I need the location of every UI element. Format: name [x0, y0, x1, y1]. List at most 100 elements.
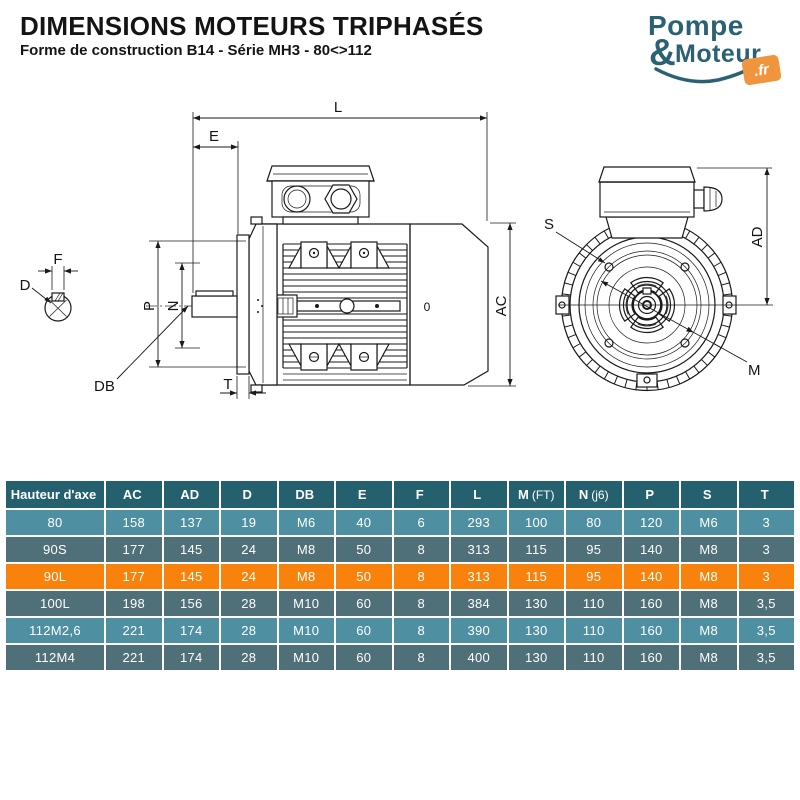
table-cell: M8 — [679, 535, 739, 564]
table-cell: M8 — [679, 616, 739, 645]
table-cell: 115 — [506, 535, 566, 564]
dimensions-table: Hauteur d'axe AC AD D DB E F L M(FT) N(j… — [4, 479, 796, 672]
table-cell: 313 — [449, 535, 509, 564]
table-cell: M8 — [679, 562, 739, 591]
table-cell: 28 — [219, 589, 279, 618]
motor-side-view: 0 L E — [94, 99, 516, 399]
column-header: D — [219, 479, 279, 510]
table-cell: 8 — [391, 589, 451, 618]
dim-label-D: D — [20, 277, 31, 294]
column-header: S — [679, 479, 739, 510]
table-cell: 120 — [621, 508, 681, 537]
table-cell: M6 — [679, 508, 739, 537]
table-cell: 115 — [506, 562, 566, 591]
column-header: E — [334, 479, 394, 510]
table-cell: 80 — [564, 508, 624, 537]
table-cell: M10 — [276, 616, 336, 645]
table-cell: 137 — [161, 508, 221, 537]
table-row: 100L 198 156 28 M10 60 8 384 130 110 160… — [4, 589, 796, 618]
table-cell: 177 — [104, 535, 164, 564]
column-header: AD — [161, 479, 221, 510]
table-cell: 145 — [161, 562, 221, 591]
dim-label-T: T — [223, 376, 232, 393]
dim-label-N: N — [165, 301, 182, 312]
shaft-cross-section: F D — [20, 251, 78, 322]
table-cell: 145 — [161, 535, 221, 564]
dim-label-E: E — [209, 128, 219, 145]
table-cell: 3 — [736, 562, 796, 591]
table-cell: 156 — [161, 589, 221, 618]
table-row: 112M4 221 174 28 M10 60 8 400 130 110 16… — [4, 643, 796, 672]
column-header: P — [621, 479, 681, 510]
table-cell: 3,5 — [736, 643, 796, 672]
technical-drawing: F D — [20, 99, 773, 399]
column-header: L — [449, 479, 509, 510]
table-cell: M8 — [679, 643, 739, 672]
table-cell: M10 — [276, 589, 336, 618]
table-cell: 6 — [391, 508, 451, 537]
brand-logo: Pompe & Moteur .fr — [638, 8, 798, 94]
table-cell: 8 — [391, 643, 451, 672]
drain-hole-label: 0 — [424, 300, 431, 314]
table-cell: 60 — [334, 589, 394, 618]
table-cell: 174 — [161, 616, 221, 645]
table-cell: M8 — [276, 562, 336, 591]
table-row: 80 158 137 19 M6 40 6 293 100 80 120 M6 … — [4, 508, 796, 537]
table-cell: 3,5 — [736, 616, 796, 645]
title-block: DIMENSIONS MOTEURS TRIPHASÉS Forme de co… — [20, 12, 484, 59]
table-cell: M10 — [276, 643, 336, 672]
table-cell: 293 — [449, 508, 509, 537]
table-cell: 8 — [391, 562, 451, 591]
table-cell: 221 — [104, 616, 164, 645]
table-cell: 112M2,6 — [4, 616, 106, 645]
dim-label-S: S — [544, 216, 554, 233]
table-cell: 50 — [334, 562, 394, 591]
table-cell: 140 — [621, 562, 681, 591]
column-header: Hauteur d'axe — [4, 479, 106, 510]
table-cell: 95 — [564, 535, 624, 564]
table-cell: 3 — [736, 535, 796, 564]
table-cell: 198 — [104, 589, 164, 618]
table-cell: 110 — [564, 643, 624, 672]
table-cell: 384 — [449, 589, 509, 618]
table-cell: 90S — [4, 535, 106, 564]
dim-label-M: M — [748, 362, 761, 379]
table-cell: 100L — [4, 589, 106, 618]
column-header: DB — [276, 479, 336, 510]
logo-ampersand: & — [649, 32, 676, 73]
table-cell: 140 — [621, 535, 681, 564]
page-title: DIMENSIONS MOTEURS TRIPHASÉS — [20, 11, 484, 41]
dim-label-F: F — [53, 251, 62, 268]
table-cell: 24 — [219, 535, 279, 564]
table-cell: 160 — [621, 643, 681, 672]
dim-label-P: P — [141, 301, 158, 311]
table-cell: 24 — [219, 562, 279, 591]
table-cell: 3 — [736, 508, 796, 537]
table-cell: 80 — [4, 508, 106, 537]
table-cell: 8 — [391, 535, 451, 564]
page-subtitle: Forme de construction B14 - Série MH3 - … — [20, 42, 372, 59]
table-cell: 390 — [449, 616, 509, 645]
column-header: T — [736, 479, 796, 510]
table-cell: 313 — [449, 562, 509, 591]
table-cell: 60 — [334, 616, 394, 645]
table-cell: 130 — [506, 643, 566, 672]
table-cell: 110 — [564, 589, 624, 618]
table-cell: 40 — [334, 508, 394, 537]
dim-label-L: L — [334, 99, 342, 116]
dim-label-AD: AD — [749, 226, 766, 247]
dim-label-DB: DB — [94, 378, 115, 395]
column-header: M(FT) — [506, 479, 566, 510]
table-header-row: Hauteur d'axe AC AD D DB E F L M(FT) N(j… — [4, 479, 796, 510]
table-cell: 160 — [621, 589, 681, 618]
table-cell: 28 — [219, 643, 279, 672]
table-cell: 158 — [104, 508, 164, 537]
table-cell: 90L — [4, 562, 106, 591]
table-cell: 95 — [564, 562, 624, 591]
column-header: F — [391, 479, 451, 510]
table-cell: 60 — [334, 643, 394, 672]
table-cell: 112M4 — [4, 643, 106, 672]
table-row: 90S 177 145 24 M8 50 8 313 115 95 140 M8… — [4, 535, 796, 564]
table-cell: 130 — [506, 589, 566, 618]
